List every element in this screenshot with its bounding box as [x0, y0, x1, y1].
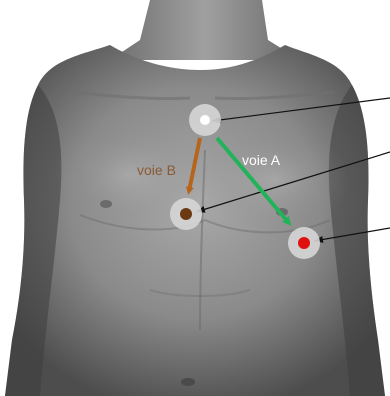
navel [181, 378, 195, 386]
electrode-bottom [288, 227, 320, 259]
label-voie-b: voie B [137, 162, 176, 178]
electrode-top [189, 104, 221, 136]
label-voie-a: voie A [242, 152, 281, 168]
left-nipple [100, 200, 112, 208]
white-dot [200, 115, 210, 125]
brown-dot [180, 208, 192, 220]
electrode-middle [170, 198, 202, 230]
red-dot [298, 237, 310, 249]
